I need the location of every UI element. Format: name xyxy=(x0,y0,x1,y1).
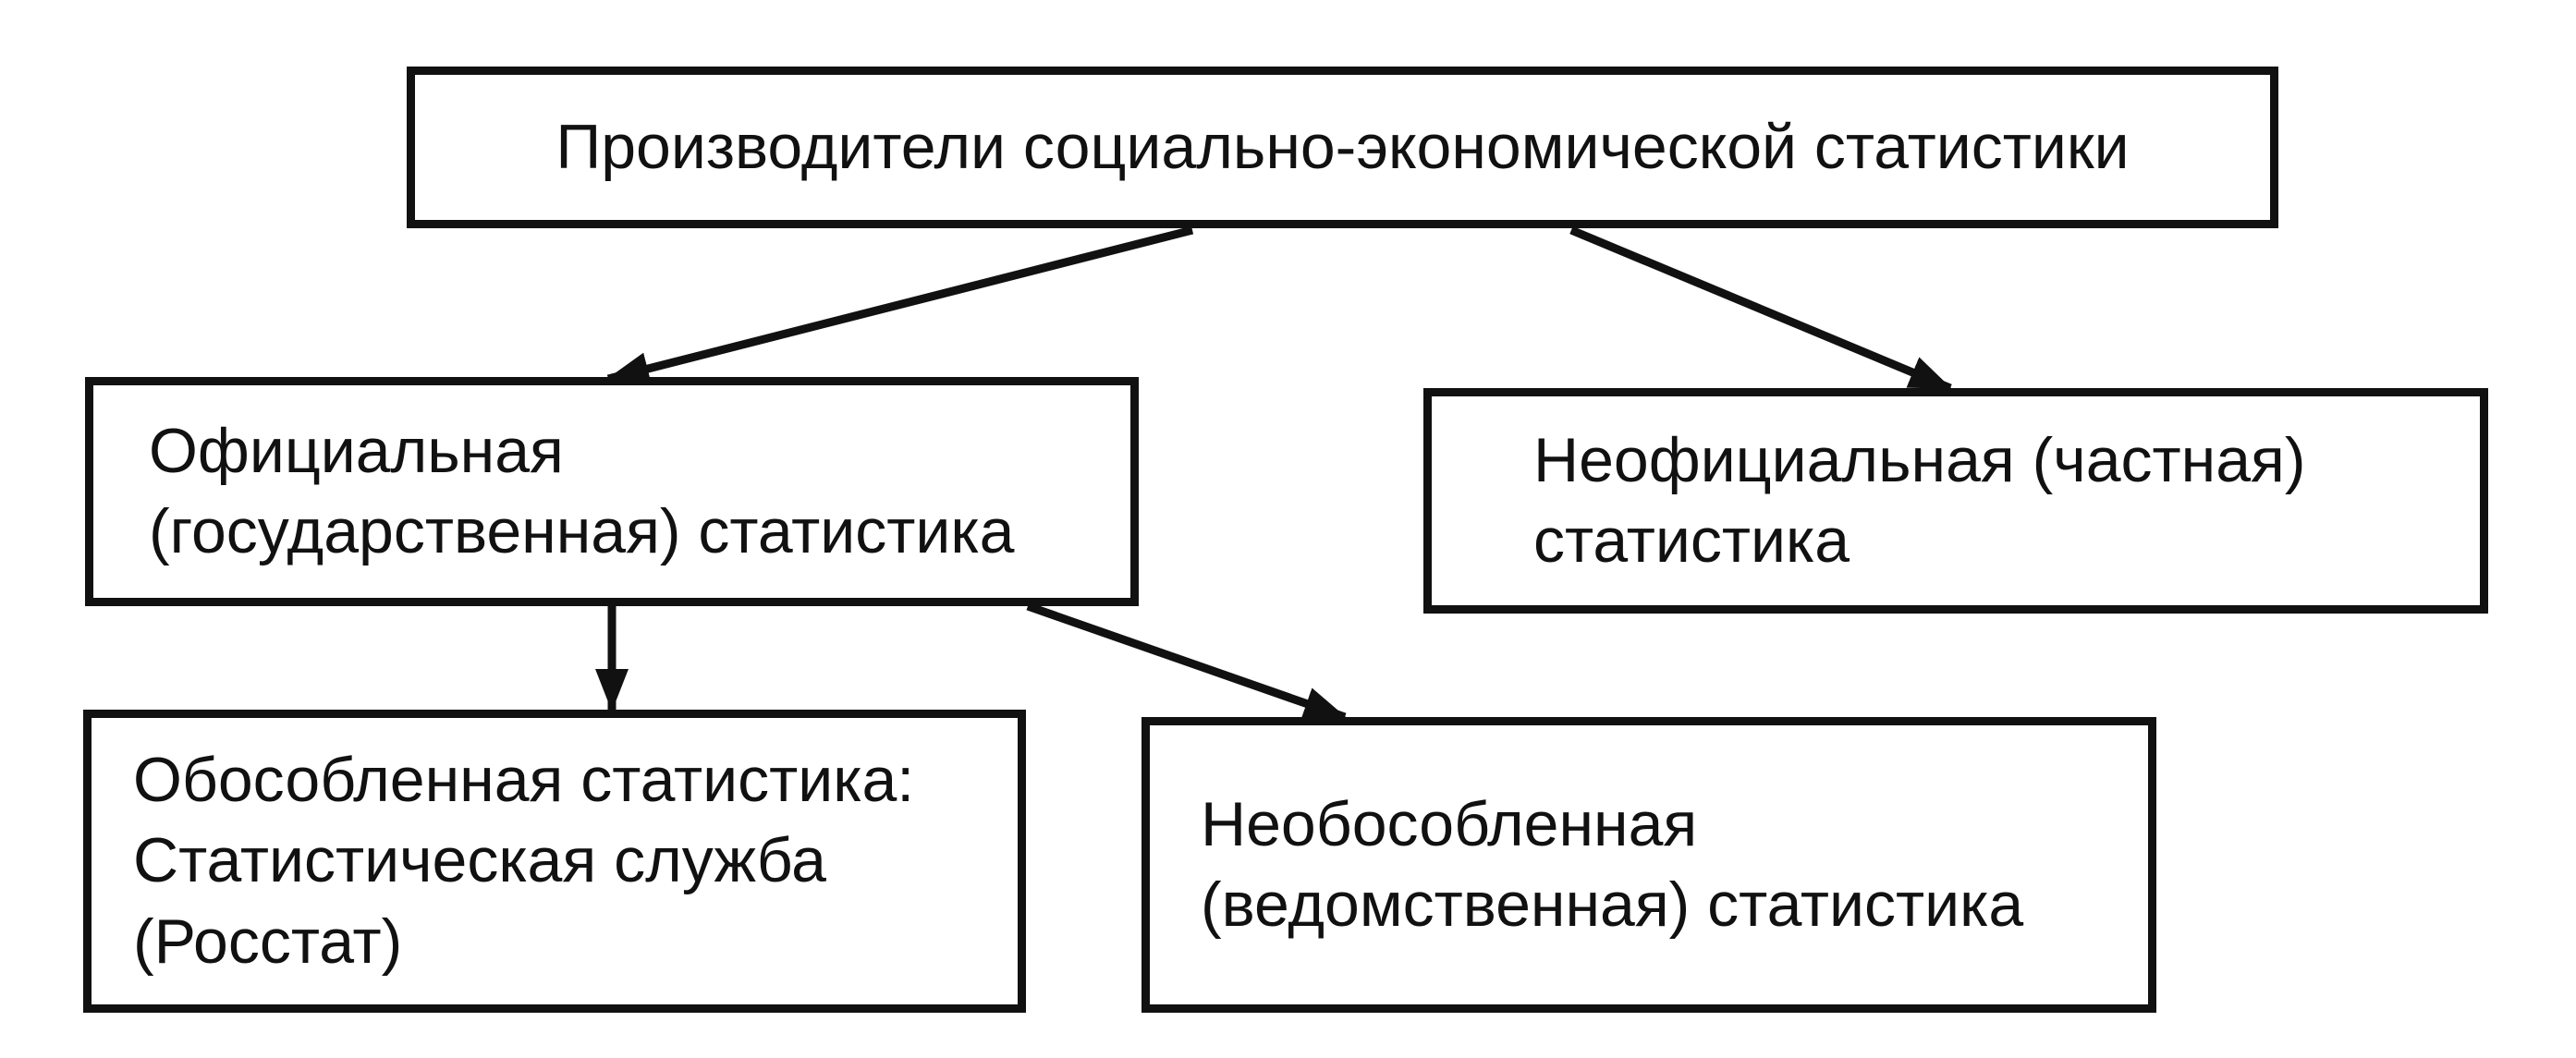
arrow-official-to-departmental xyxy=(1026,602,1347,722)
node-departmental-statistics: Необособленная (ведомственная) статистик… xyxy=(1141,717,2156,1013)
node-producers: Производители социально-экономической ст… xyxy=(407,67,2278,228)
node-separate-statistics-label: Обособленная статистика: Статистическая … xyxy=(133,745,915,977)
node-official-statistics: Официальная (государственная) статистика xyxy=(85,377,1139,606)
node-official-statistics-label: Официальная (государственная) статистика xyxy=(149,415,1015,566)
node-unofficial-statistics-label: Неофициальная (частная) статистика xyxy=(1533,424,2306,576)
node-departmental-statistics-label: Необособленная (ведомственная) статистик… xyxy=(1201,788,2024,940)
node-separate-statistics: Обособленная статистика: Статистическая … xyxy=(83,710,1026,1013)
arrow-root-to-unofficial xyxy=(1569,225,1952,393)
node-producers-label: Производители социально-экономической ст… xyxy=(555,111,2130,182)
node-unofficial-statistics: Неофициальная (частная) статистика xyxy=(1423,388,2488,614)
arrow-root-to-official xyxy=(606,225,1194,385)
